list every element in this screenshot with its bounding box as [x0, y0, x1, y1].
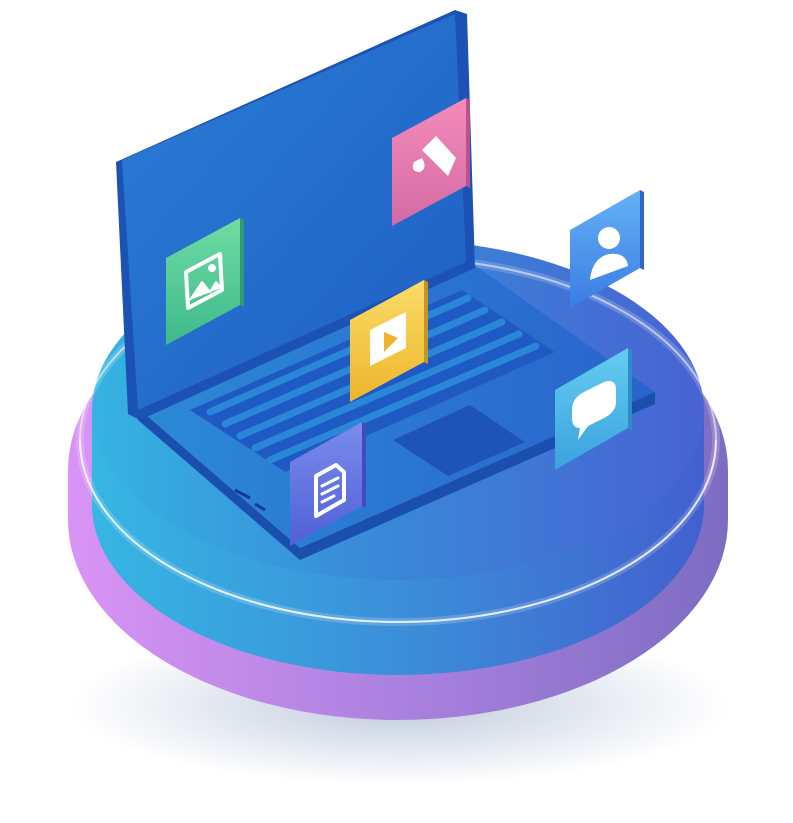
paint-brush-icon — [412, 136, 456, 176]
play-icon — [370, 312, 406, 366]
port — [234, 488, 251, 500]
touchpad — [393, 405, 525, 476]
chat-bubble-icon — [572, 381, 616, 440]
image-icon — [184, 252, 224, 310]
chat-tile[interactable] — [555, 348, 632, 470]
video-tile[interactable] — [350, 280, 428, 402]
brush-tile[interactable] — [392, 98, 470, 226]
port — [254, 502, 266, 512]
user-icon — [590, 227, 628, 280]
glow-ring-front — [79, 439, 717, 623]
document-icon — [314, 463, 346, 518]
image-tile[interactable] — [166, 218, 244, 345]
user-tile[interactable] — [570, 190, 644, 308]
document-tile[interactable] — [290, 422, 366, 546]
